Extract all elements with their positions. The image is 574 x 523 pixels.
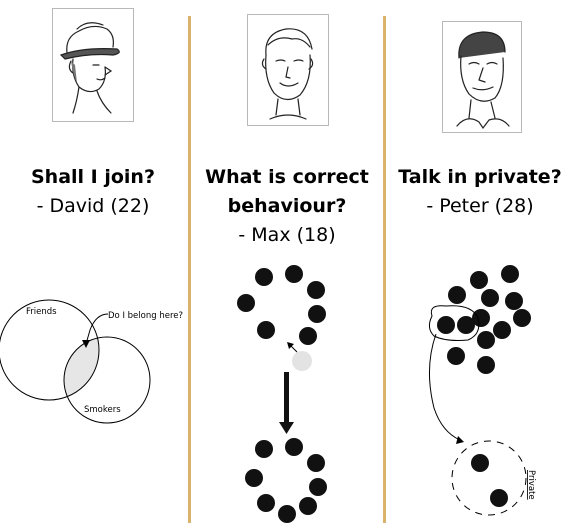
smokers-label: Smokers — [84, 405, 121, 415]
group-member-dot — [237, 294, 255, 312]
group-member-dot — [257, 494, 275, 512]
group-member-dot — [255, 440, 273, 458]
column-divider-left — [188, 16, 191, 523]
panel-1-question: Shall I join? — [31, 166, 155, 188]
private-pair-dot — [490, 489, 508, 507]
panel-2-question-line-1: What is correct — [205, 166, 369, 188]
group-member-dot — [309, 478, 327, 496]
man-with-hat-portrait-icon — [52, 8, 134, 122]
group-member-dot — [308, 305, 326, 323]
group-member-dot — [285, 265, 303, 283]
panel-3-person: - Peter (28) — [426, 195, 534, 217]
move-to-private-arrow — [428, 333, 461, 441]
group-member-dot — [307, 454, 325, 472]
panel-1-person: - David (22) — [36, 195, 150, 217]
transition-arrow-shaft — [284, 372, 289, 424]
crowd-member-dot — [513, 309, 531, 327]
venn-diagram: Friends Smokers Do I belong here? — [0, 299, 183, 424]
annotation-pointer-arrow — [85, 313, 109, 345]
crowd-member-dot — [477, 331, 495, 349]
selected-pair-dot — [437, 316, 455, 334]
crowd-member-dot — [472, 309, 490, 327]
newcomer-dot — [292, 351, 312, 371]
friends-circle — [0, 299, 100, 401]
crowd-member-dot — [470, 271, 488, 289]
group-member-dot — [299, 327, 317, 345]
panel-2-person: - Max (18) — [238, 224, 336, 246]
private-label: Private — [526, 470, 536, 500]
group-member-dot — [278, 505, 296, 523]
group-member-dot — [257, 321, 275, 339]
group-member-dot — [299, 497, 317, 515]
transition-arrow-head — [279, 422, 294, 434]
panel-2-question-line-2: behaviour? — [227, 195, 347, 217]
crowd-member-dot — [501, 265, 519, 283]
group-member-dot — [307, 281, 325, 299]
friends-label: Friends — [26, 307, 57, 317]
crowd-member-dot — [481, 289, 499, 307]
overlap-region — [64, 337, 99, 400]
group-circle-diagram — [237, 265, 327, 523]
crowd-member-dot — [505, 292, 523, 310]
private-area-boundary — [451, 440, 527, 516]
private-pair-dot — [471, 454, 489, 472]
group-member-dot — [255, 268, 273, 286]
selected-pair-outline — [428, 305, 480, 341]
young-man-portrait-icon — [247, 14, 329, 126]
man-portrait-icon — [442, 21, 522, 133]
column-divider-right — [383, 16, 386, 523]
group-member-dot — [245, 469, 263, 487]
crowd-member-dot — [448, 286, 466, 304]
selected-pair-dot — [457, 316, 475, 334]
group-member-dot — [285, 438, 303, 456]
smokers-circle — [63, 336, 151, 424]
panel-3-question: Talk in private? — [398, 166, 562, 188]
crowd-member-dot — [493, 321, 511, 339]
crowd-member-dot — [447, 347, 465, 365]
belong-annotation: Do I belong here? — [108, 311, 183, 321]
private-talk-diagram: Private — [428, 265, 536, 516]
crowd-member-dot — [477, 356, 495, 374]
